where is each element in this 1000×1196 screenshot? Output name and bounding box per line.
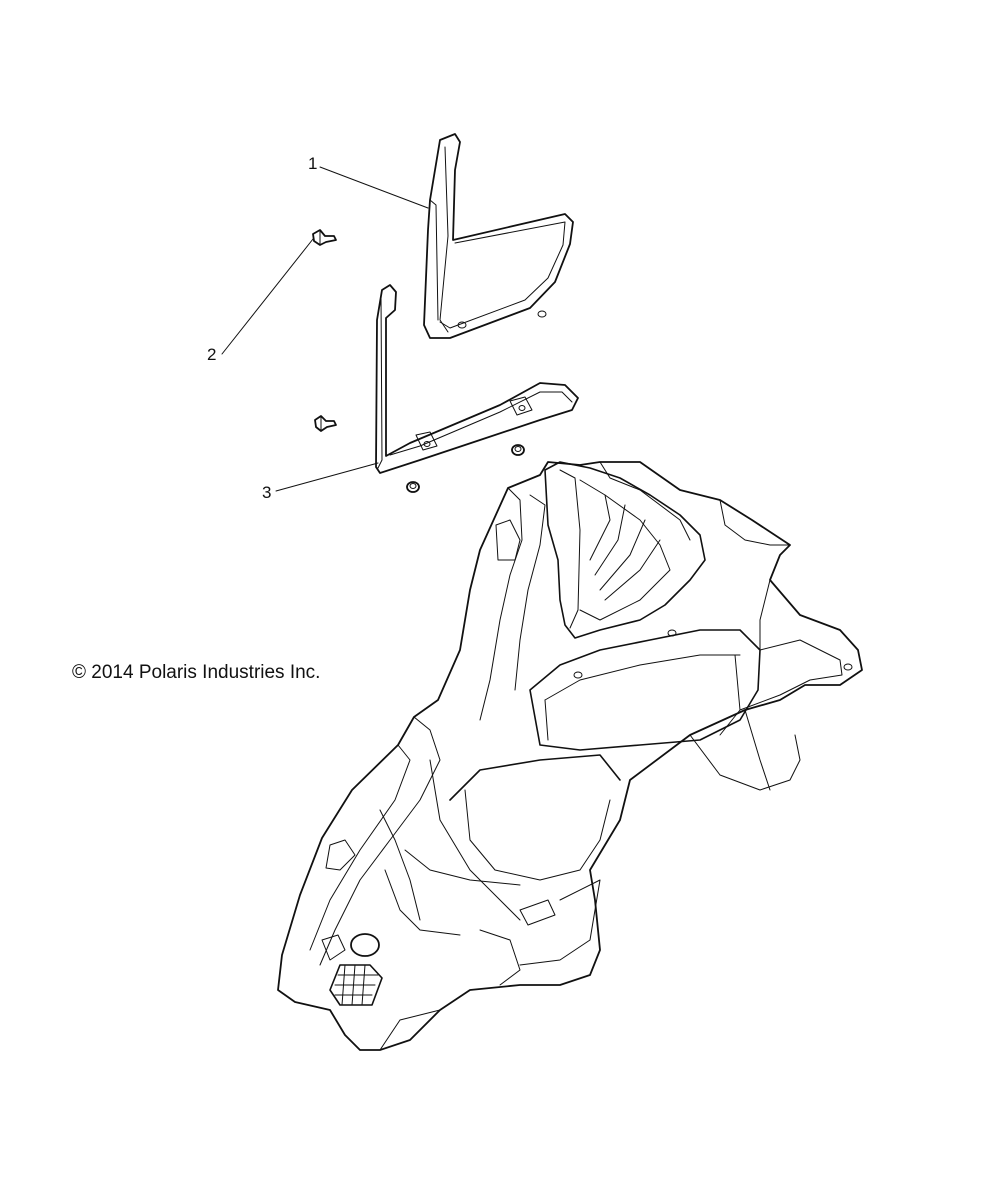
part-2-rivet-upper — [312, 229, 337, 246]
leader-lines — [221, 166, 429, 492]
leader-line-1 — [319, 166, 429, 209]
leader-line-3 — [275, 462, 379, 492]
leader-line-2 — [221, 238, 314, 355]
callout-label-1: 1 — [308, 154, 317, 173]
part-3-bracket — [375, 284, 579, 474]
part-1-shield-panel — [423, 133, 574, 339]
callout-label-2: 2 — [207, 345, 216, 364]
part-2-rivet-lower — [314, 415, 337, 432]
nut-upper — [511, 444, 525, 456]
nut-lower — [406, 481, 420, 493]
hood-body-panel — [277, 461, 863, 1051]
copyright-notice: © 2014 Polaris Industries Inc. — [72, 662, 321, 683]
callout-label-3: 3 — [262, 483, 271, 502]
